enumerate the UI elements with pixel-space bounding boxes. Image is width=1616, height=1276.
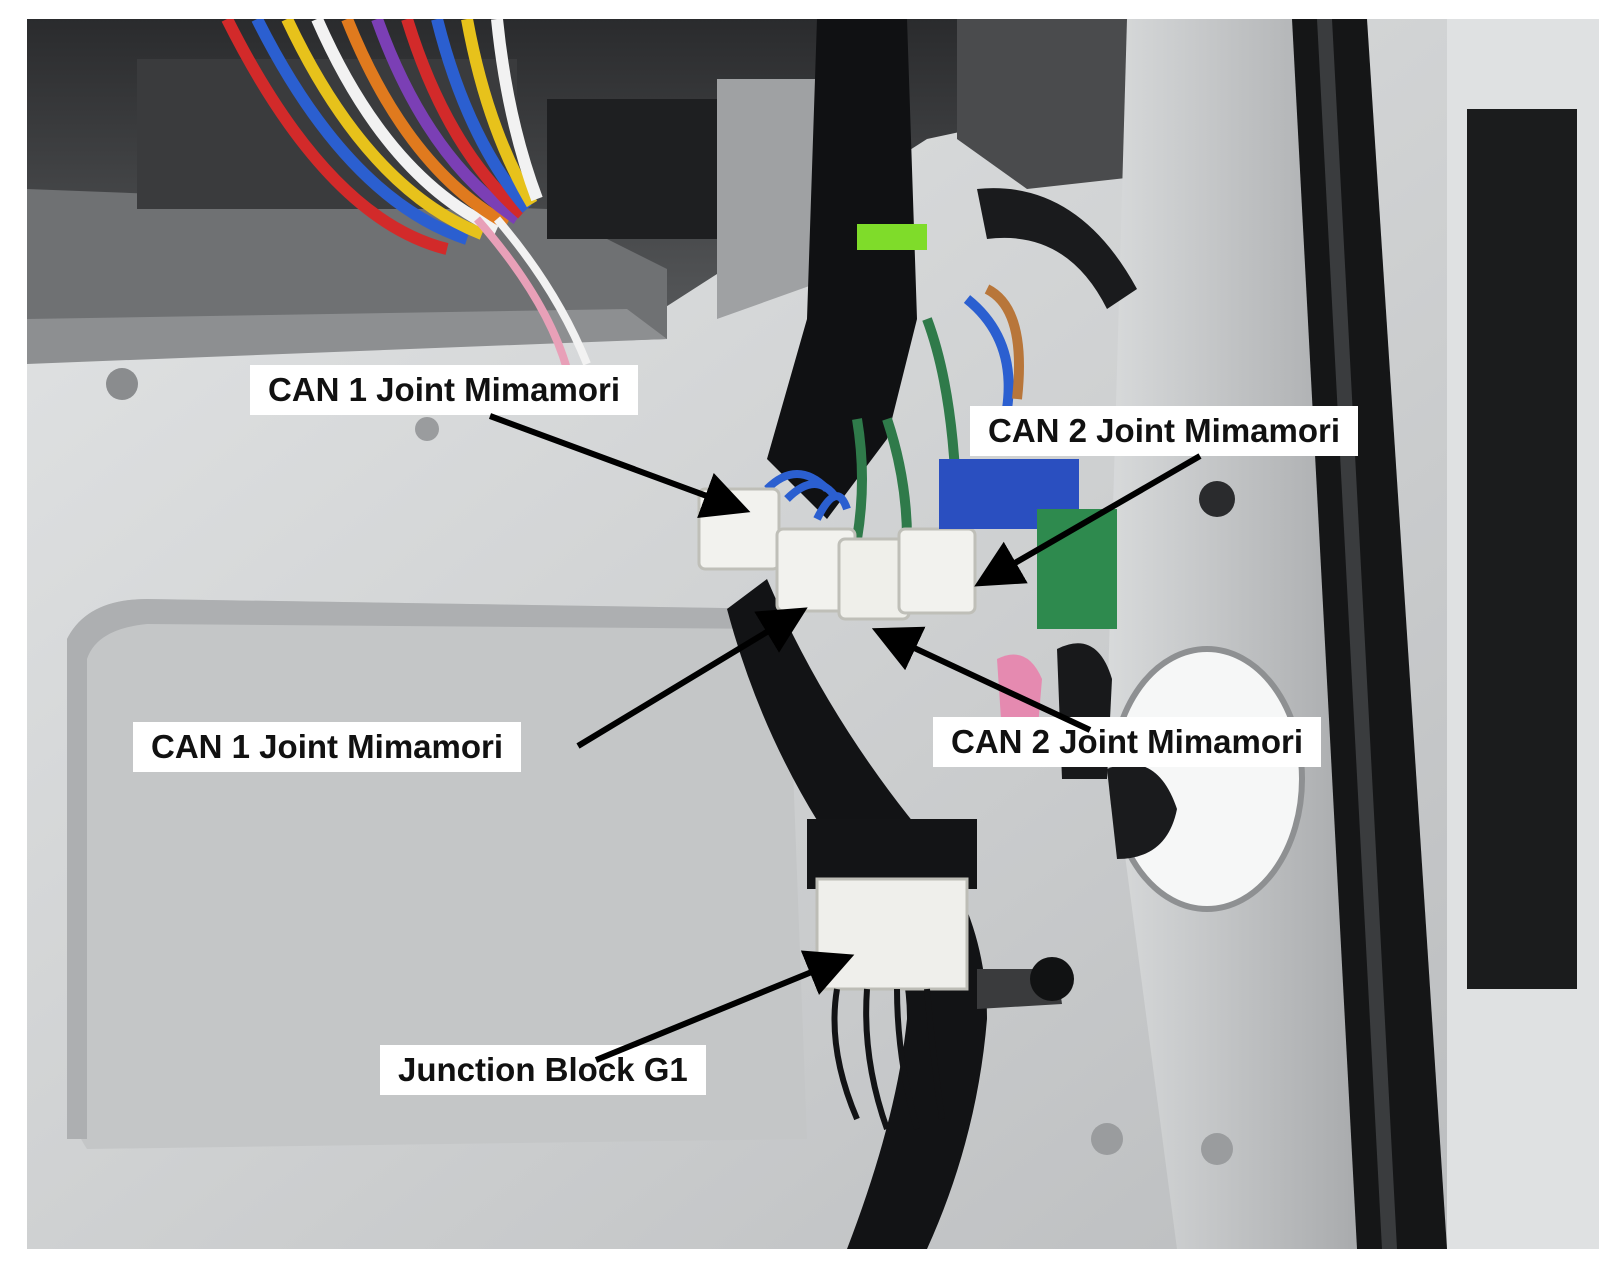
label-junction: Junction Block G1: [380, 1045, 706, 1095]
photo-illustration: [27, 19, 1599, 1249]
connector-1: [697, 487, 781, 571]
module-box-inner: [547, 99, 717, 239]
panel-bolt-3: [1201, 1133, 1233, 1165]
panel-bolt-2: [1091, 1123, 1123, 1155]
label-can1-top: CAN 1 Joint Mimamori: [250, 365, 639, 415]
grommet: [1107, 764, 1177, 859]
label-can1-bottom: CAN 1 Joint Mimamori: [133, 722, 522, 772]
panel-bolt-1: [1199, 481, 1235, 517]
clip-bolt: [1030, 957, 1074, 1001]
black-hose: [1292, 19, 1447, 1249]
photo: [27, 19, 1599, 1249]
green-tape: [857, 224, 927, 250]
far-right-dark: [1467, 109, 1577, 989]
main-harness: [767, 19, 917, 519]
black-hose-highlight: [1317, 19, 1397, 1249]
connector-4: [897, 527, 977, 615]
junction-strap: [807, 819, 977, 889]
color-wires: [221, 19, 591, 371]
right-panel: [1107, 19, 1357, 1249]
panel-bolt-4: [106, 368, 138, 400]
bracket-plate-edge: [27, 309, 667, 364]
green-connector: [1037, 509, 1117, 629]
side-loom: [977, 188, 1137, 309]
panel-bolt-5: [415, 417, 439, 441]
label-can2-top: CAN 2 Joint Mimamori: [970, 406, 1359, 456]
label-can2-bottom: CAN 2 Joint Mimamori: [933, 717, 1322, 767]
junction-block: [815, 877, 969, 991]
